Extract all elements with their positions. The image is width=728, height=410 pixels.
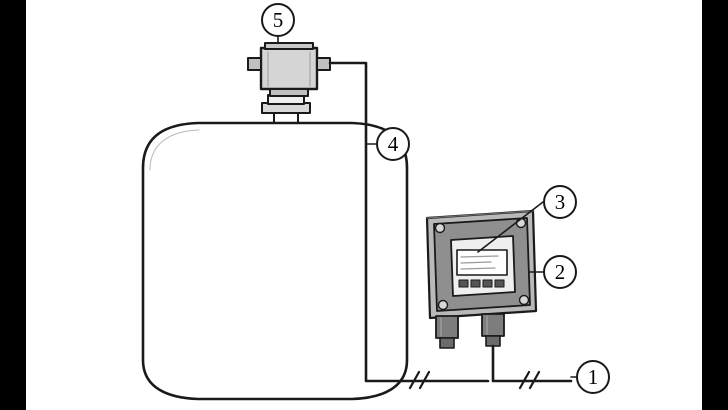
leader-3 [477,201,544,253]
power-wiring [491,344,573,383]
transmitter [425,209,538,349]
leader-lines [277,36,577,378]
signal-cable [328,61,490,383]
cable-gland-left [435,315,459,349]
cable-break-right [518,370,541,390]
cable-gland-right [481,313,505,347]
callout-4: 4 [376,127,410,161]
keypad[interactable] [458,279,505,288]
callout-5: 5 [261,3,295,37]
lcd-display [456,249,508,276]
callout-2: 2 [543,255,577,289]
callout-3: 3 [543,185,577,219]
sensor-head [247,42,331,97]
tank [141,121,409,401]
callout-1: 1 [576,360,610,394]
cable-break-left [408,370,431,390]
